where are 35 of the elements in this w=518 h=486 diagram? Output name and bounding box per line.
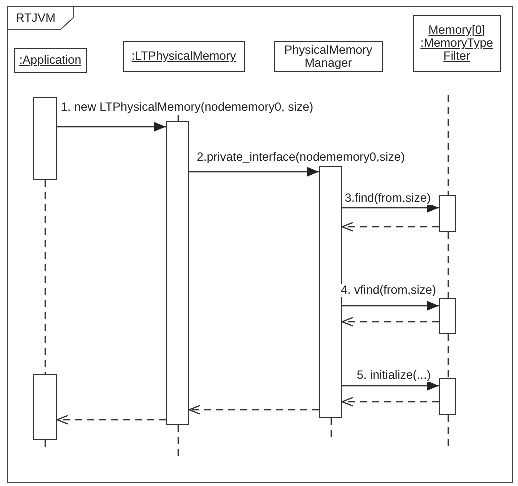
activation-bar — [439, 298, 456, 334]
activation-bar — [33, 97, 57, 180]
message-label: 3.find(from,size) — [344, 192, 432, 205]
return-arrow — [342, 222, 439, 232]
frame-title: RTJVM — [16, 11, 56, 25]
message-label: 5. initialize(...) — [356, 369, 432, 382]
activation-bar — [319, 166, 342, 418]
message-arrow — [342, 301, 439, 311]
object-box: :LTPhysicalMemory — [123, 41, 245, 72]
activation-bar — [439, 378, 456, 415]
return-arrow — [342, 397, 439, 407]
lifeline — [178, 425, 180, 456]
lifeline — [44, 180, 46, 374]
lifeline — [178, 115, 180, 121]
message-arrow — [342, 203, 439, 213]
return-arrow — [56, 415, 166, 425]
sequence-frame — [7, 6, 513, 483]
activation-bar — [439, 195, 456, 232]
lifeline — [448, 232, 450, 298]
message-label: 1. new LTPhysicalMemory(nodememory0, size) — [60, 101, 315, 114]
lifeline — [448, 95, 450, 195]
message-arrow — [57, 122, 166, 132]
object-box: Memory[0] :MemoryType Filter — [413, 15, 501, 72]
message-label: 4. vfind(from,size) — [340, 284, 438, 297]
lifeline — [448, 334, 450, 378]
message-arrow — [189, 167, 319, 177]
message-label: 2.private_interface(nodememory0,size) — [196, 151, 406, 164]
activation-bar — [166, 121, 189, 425]
return-arrow — [342, 317, 439, 327]
lifeline — [330, 418, 332, 440]
object-box: :Application — [14, 48, 87, 73]
activation-bar — [33, 374, 57, 440]
return-arrow — [188, 405, 319, 415]
message-arrow — [342, 381, 439, 391]
object-box: PhysicalMemory Manager — [274, 41, 383, 72]
